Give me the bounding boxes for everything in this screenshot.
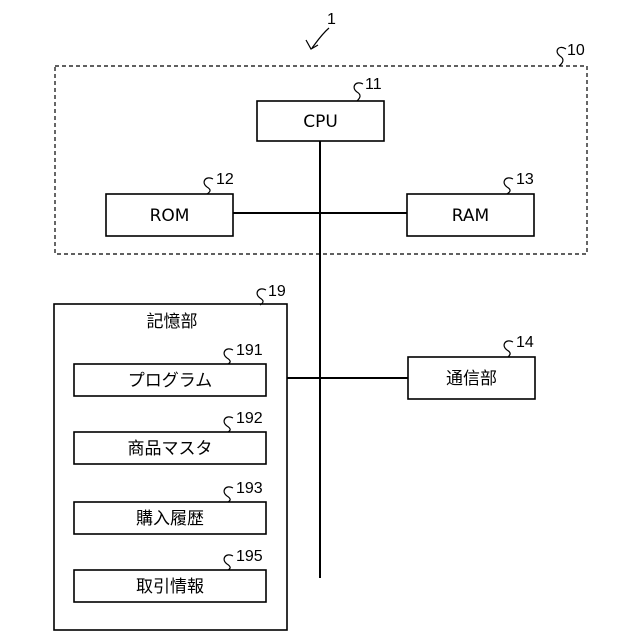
control-unit-ref-leader	[557, 47, 566, 66]
storage-item-transaction-info: 取引情報	[74, 570, 266, 602]
communication-unit-label: 通信部	[446, 369, 497, 389]
rom-ref-leader	[204, 178, 213, 194]
communication-unit-ref-numeral: 14	[516, 334, 534, 351]
cpu-label: CPU	[303, 112, 338, 132]
storage-item-ref-numeral: 192	[236, 410, 263, 427]
storage-item-product-master: 商品マスタ	[74, 432, 266, 464]
system-ref-arrow	[312, 28, 329, 48]
cpu-block: CPU	[257, 101, 384, 141]
ram-label: RAM	[452, 206, 489, 226]
storage-item-label: プログラム	[128, 371, 213, 391]
storage-unit-ref-leader	[257, 289, 266, 305]
rom-block: ROM	[106, 194, 233, 236]
rom-label: ROM	[150, 206, 190, 226]
ram-ref-leader	[504, 178, 513, 194]
ram-ref-numeral: 13	[516, 171, 534, 188]
storage-unit-label: 記憶部	[147, 312, 198, 332]
rom-ref-numeral: 12	[216, 171, 234, 188]
communication-unit-block: 通信部	[408, 357, 535, 399]
storage-item-ref-numeral: 191	[236, 342, 263, 359]
storage-item-ref-numeral: 193	[236, 480, 263, 497]
storage-item-label: 商品マスタ	[128, 439, 213, 459]
control-unit-ref-numeral: 10	[567, 42, 585, 59]
system-ref-numeral: 1	[327, 11, 336, 28]
storage-item-ref-numeral: 195	[236, 548, 263, 565]
storage-item-label: 購入履歴	[136, 509, 204, 529]
storage-item-label: 取引情報	[136, 577, 204, 597]
storage-unit-ref-numeral: 19	[268, 283, 286, 300]
communication-unit-ref-leader	[504, 341, 513, 357]
ram-block: RAM	[407, 194, 534, 236]
cpu-ref-leader	[354, 83, 363, 101]
storage-item-program: プログラム	[74, 364, 266, 396]
cpu-ref-numeral: 11	[365, 76, 382, 93]
storage-item-purchase-history: 購入履歴	[74, 502, 266, 534]
